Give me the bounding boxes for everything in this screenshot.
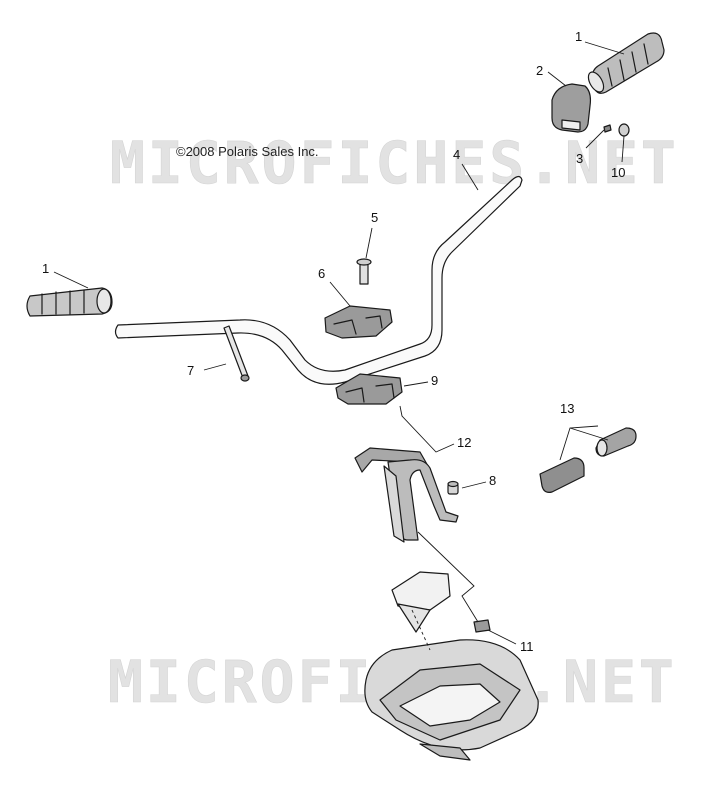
leader-11 [487,629,517,645]
callout-4: 4 [453,147,461,162]
heated-grip-elements [539,427,637,493]
leader-11-up [417,531,479,623]
throttle-cover [551,83,592,133]
leader-13b [569,427,609,441]
leader-3 [585,129,605,149]
rod [223,325,250,382]
bolt [356,258,372,285]
leader-7 [203,363,227,371]
grip-right [587,32,665,94]
leader-1b [53,271,89,289]
mount-bracket [354,447,459,543]
callout-5: 5 [371,210,379,225]
leader-8 [461,481,487,489]
callout-2: 2 [536,63,544,78]
leader-1a [584,41,625,55]
handlebar [114,175,523,385]
callout-13: 13 [560,401,575,416]
callout-7: 7 [187,363,195,378]
lower-clamp [335,373,403,405]
leader-9 [403,381,429,387]
callout-1-right: 1 [575,29,583,44]
callout-1-left: 1 [42,261,50,276]
bolt-small [447,480,459,495]
callout-11: 11 [520,639,534,654]
callout-3: 3 [576,151,584,166]
callout-10: 10 [611,165,626,180]
callout-9: 9 [431,373,439,388]
callout-12: 12 [457,435,472,450]
leader-4 [461,163,479,191]
callout-6: 6 [318,266,326,281]
leader-12 [399,405,455,453]
upper-clamp [324,305,393,339]
alignment-dash [411,609,431,651]
leader-2 [547,71,567,87]
leader-10 [621,135,625,163]
watermark-top: MICROFICHES.NET [110,129,679,197]
callout-8: 8 [489,473,497,488]
copyright-text: ©2008 Polaris Sales Inc. [176,144,319,159]
nut [618,123,630,137]
screw [603,124,612,133]
grip-left [26,287,113,317]
leader-6 [329,281,351,307]
steering-base [364,571,539,761]
flange-nut [473,619,491,633]
leader-5 [365,227,373,259]
